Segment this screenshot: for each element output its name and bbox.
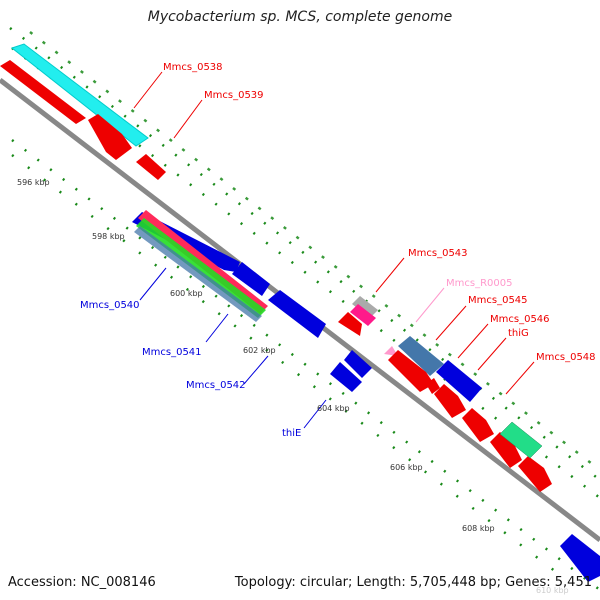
- gene-mmcs-0542[interactable]: [232, 262, 270, 296]
- label-mmcs-0543: Mmcs_0543: [408, 248, 468, 259]
- label-mmcs-0539: Mmcs_0539: [204, 90, 264, 101]
- gene-thiE-a[interactable]: [344, 350, 372, 378]
- label-mmcs-0538: Mmcs_0538: [163, 62, 223, 73]
- tick-608: 608 kbp: [462, 524, 495, 533]
- gene-blue-bottom[interactable]: [560, 534, 600, 582]
- gene-mmcs-0543-pink[interactable]: [350, 304, 376, 326]
- label-mmcs-r0005: Mmcs_R0005: [446, 278, 512, 289]
- accession-text: Accession: NC_008146: [8, 575, 156, 590]
- label-mmcs-0540: Mmcs_0540: [80, 300, 140, 311]
- label-mmcs-0542: Mmcs_0542: [186, 380, 246, 391]
- feature-green[interactable]: [499, 421, 543, 459]
- gene-mmcs-0538[interactable]: [0, 60, 86, 124]
- label-mmcs-0546: Mmcs_0546: [490, 314, 550, 325]
- gene-red-5[interactable]: [518, 456, 552, 492]
- homology-block-cyan[interactable]: [10, 43, 149, 147]
- tick-610: 610 kbp: [536, 586, 569, 595]
- gene-small-red-1[interactable]: [136, 154, 166, 180]
- page-title: Mycobacterium sp. MCS, complete genome: [147, 9, 453, 25]
- gene-thiE-b[interactable]: [330, 362, 362, 392]
- tick-600: 600 kbp: [170, 289, 203, 298]
- gene-mmcs-0545-blue[interactable]: [436, 360, 482, 402]
- label-thiG: thiG: [508, 328, 529, 339]
- gene-mmcs-0543-red[interactable]: [338, 312, 362, 336]
- tick-606: 606 kbp: [390, 463, 423, 472]
- gene-mmcs-0539[interactable]: [88, 114, 132, 160]
- leader-lines: [133, 71, 535, 429]
- gene-red-dot[interactable]: [426, 378, 440, 394]
- topology-text: Topology: circular; Length: 5,705,448 bp…: [234, 575, 592, 590]
- tick-596: 596 kbp: [17, 178, 50, 187]
- gene-red-3[interactable]: [462, 408, 494, 442]
- tick-598: 598 kbp: [92, 232, 125, 241]
- gene-blue-2[interactable]: [268, 290, 326, 338]
- gene-mmcs-0545-steel[interactable]: [398, 336, 444, 376]
- label-thiE: thiE: [282, 428, 301, 439]
- label-mmcs-0548: Mmcs_0548: [536, 352, 596, 363]
- tick-604: 604 kbp: [317, 404, 350, 413]
- gene-mmcs-0543-grey[interactable]: [352, 296, 378, 318]
- label-mmcs-0545: Mmcs_0545: [468, 295, 528, 306]
- gene-mmcs-0541-green[interactable]: [136, 218, 266, 318]
- gene-thiG[interactable]: [434, 384, 466, 418]
- gene-mmcs-0546[interactable]: [388, 350, 434, 392]
- gene-mmcs-0548[interactable]: [490, 432, 522, 468]
- label-mmcs-0541: Mmcs_0541: [142, 347, 202, 358]
- gene-mmcs-0541-steel[interactable]: [134, 226, 262, 322]
- tick-602: 602 kbp: [243, 346, 276, 355]
